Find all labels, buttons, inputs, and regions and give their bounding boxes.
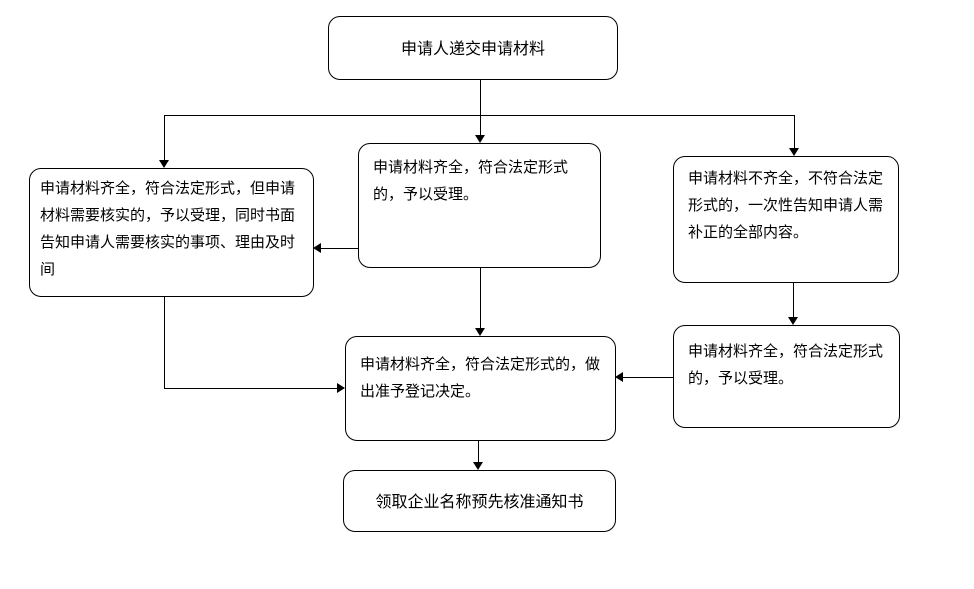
node-incomplete-notify-corrections: 申请材料不齐全，不符合法定形式的，一次性告知申请人需补正的全部内容。 (673, 156, 899, 283)
connector-left-to-decision (164, 388, 337, 389)
node-complete-accepted: 申请材料齐全，符合法定形式的，予以受理。 (358, 143, 601, 268)
arrowhead-branch-to-right (789, 148, 799, 156)
arrowhead-rightlower-to-decision (615, 372, 623, 382)
node-registration-approved-decision: 申请材料齐全，符合法定形式的，做出准予登记决定。 (345, 336, 616, 441)
connector-right-to-rightlower (793, 283, 794, 318)
arrowhead-middle-to-left (313, 243, 321, 253)
arrowhead-branch-to-left (159, 160, 169, 168)
arrowhead-middle-to-decision (475, 328, 485, 336)
node-accepted-needs-verification: 申请材料齐全，符合法定形式，但申请材料需要核实的，予以受理，同时书面告知申请人需… (29, 168, 314, 297)
connector-rightlower-to-decision (623, 377, 673, 378)
connector-left-down (164, 297, 165, 389)
arrowhead-left-to-decision (337, 383, 345, 393)
connector-branch-to-left (164, 115, 165, 161)
connector-middle-to-decision (480, 268, 481, 329)
connector-branch-to-right (794, 115, 795, 149)
node-resubmitted-complete-accepted: 申请材料齐全，符合法定形式的，予以受理。 (673, 325, 900, 428)
arrowhead-right-to-rightlower (788, 317, 798, 325)
connector-middle-to-left (321, 248, 358, 249)
connector-decision-to-end (478, 441, 479, 463)
connector-start-to-middle (480, 80, 481, 136)
connector-branch-horizontal (164, 115, 795, 116)
arrowhead-decision-to-end (473, 462, 483, 470)
node-applicant-submits-materials: 申请人递交申请材料 (328, 16, 618, 80)
node-receive-preapproval-notice: 领取企业名称预先核准通知书 (343, 470, 616, 532)
arrowhead-start-to-middle (475, 135, 485, 143)
